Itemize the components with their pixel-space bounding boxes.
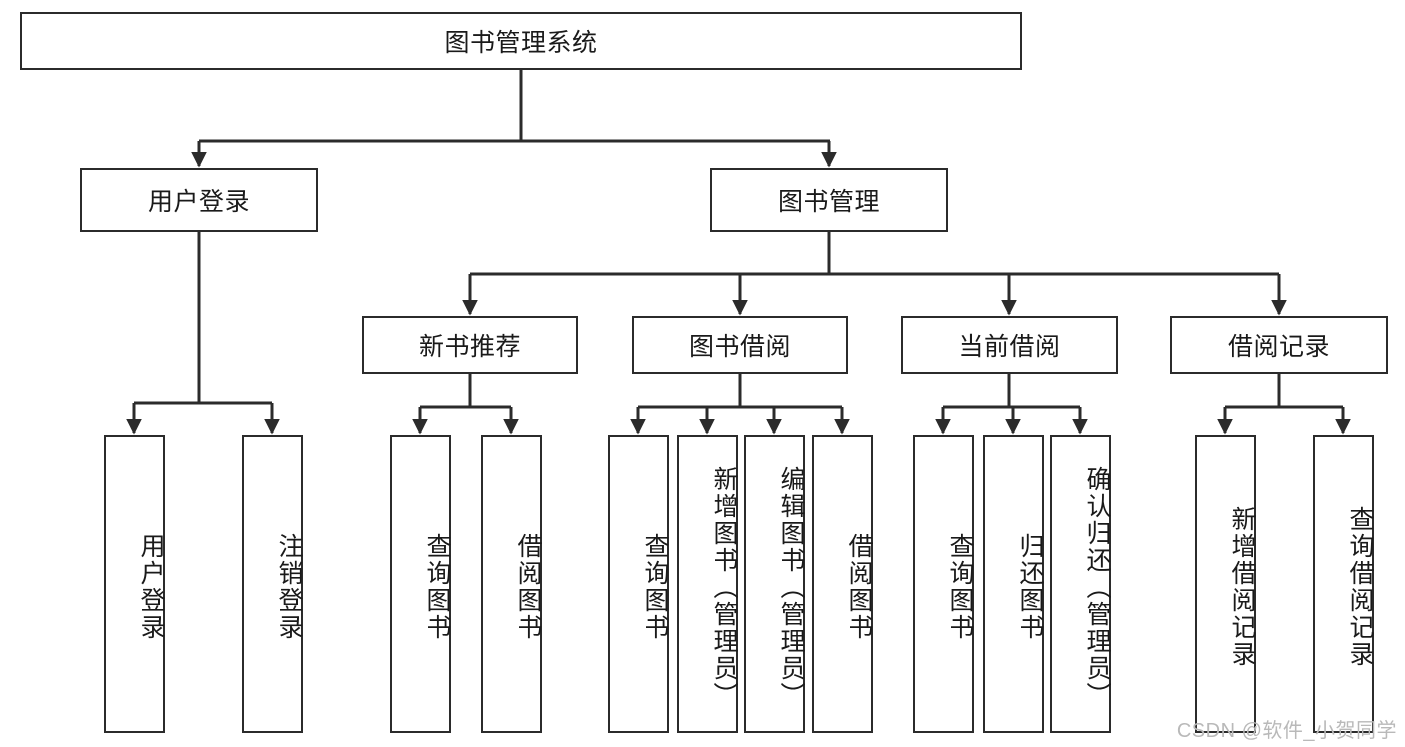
leaf-add-borrow-record-label: 新增借阅记录 — [1228, 506, 1256, 668]
node-borrow-record-label: 借阅记录 — [1227, 333, 1330, 361]
leaf-add-book-admin[interactable]: 新增图书（管理员） — [677, 435, 738, 733]
node-root[interactable]: 图书管理系统 — [20, 12, 1022, 70]
leaf-return-book[interactable]: 归还图书 — [983, 435, 1044, 733]
node-book-borrow-label: 图书借阅 — [688, 333, 791, 361]
leaf-query-book-borrow-label: 查询图书 — [641, 533, 669, 641]
leaf-confirm-return-admin[interactable]: 确认归还（管理员） — [1050, 435, 1111, 733]
leaf-logout-label: 注销登录 — [275, 533, 303, 641]
leaf-borrow-book-recommend-label: 借阅图书 — [514, 533, 542, 641]
leaf-return-book-label: 归还图书 — [1016, 533, 1044, 641]
leaf-borrow-book-recommend[interactable]: 借阅图书 — [481, 435, 542, 733]
leaf-borrow-book-label: 借阅图书 — [845, 533, 873, 641]
node-book-management-label: 图书管理 — [777, 188, 880, 216]
node-current-borrow-label: 当前借阅 — [958, 333, 1061, 361]
leaf-query-book-recommend[interactable]: 查询图书 — [390, 435, 451, 733]
node-new-book-recommend[interactable]: 新书推荐 — [362, 316, 578, 374]
leaf-query-borrow-record[interactable]: 查询借阅记录 — [1313, 435, 1374, 733]
node-root-label: 图书管理系统 — [444, 29, 598, 57]
leaf-user-login-label: 用户登录 — [137, 533, 165, 641]
leaf-edit-book-admin[interactable]: 编辑图书（管理员） — [744, 435, 805, 733]
leaf-add-book-admin-label: 新增图书（管理员） — [710, 465, 738, 709]
leaf-query-book-recommend-label: 查询图书 — [423, 533, 451, 641]
leaf-query-book-borrow[interactable]: 查询图书 — [608, 435, 669, 733]
node-current-borrow[interactable]: 当前借阅 — [901, 316, 1118, 374]
leaf-edit-book-admin-label: 编辑图书（管理员） — [777, 465, 805, 709]
node-book-management[interactable]: 图书管理 — [710, 168, 948, 232]
leaf-query-book-current[interactable]: 查询图书 — [913, 435, 974, 733]
node-new-book-recommend-label: 新书推荐 — [418, 333, 521, 361]
leaf-query-borrow-record-label: 查询借阅记录 — [1346, 506, 1374, 668]
node-borrow-record[interactable]: 借阅记录 — [1170, 316, 1388, 374]
leaf-add-borrow-record[interactable]: 新增借阅记录 — [1195, 435, 1256, 733]
node-user-login[interactable]: 用户登录 — [80, 168, 318, 232]
leaf-borrow-book[interactable]: 借阅图书 — [812, 435, 873, 733]
watermark: CSDN @软件_小贺同学 — [1176, 720, 1397, 742]
leaf-user-login[interactable]: 用户登录 — [104, 435, 165, 733]
leaf-logout[interactable]: 注销登录 — [242, 435, 303, 733]
leaf-confirm-return-admin-label: 确认归还（管理员） — [1083, 465, 1111, 709]
node-book-borrow[interactable]: 图书借阅 — [632, 316, 848, 374]
node-user-login-label: 用户登录 — [147, 188, 250, 216]
leaf-query-book-current-label: 查询图书 — [946, 533, 974, 641]
